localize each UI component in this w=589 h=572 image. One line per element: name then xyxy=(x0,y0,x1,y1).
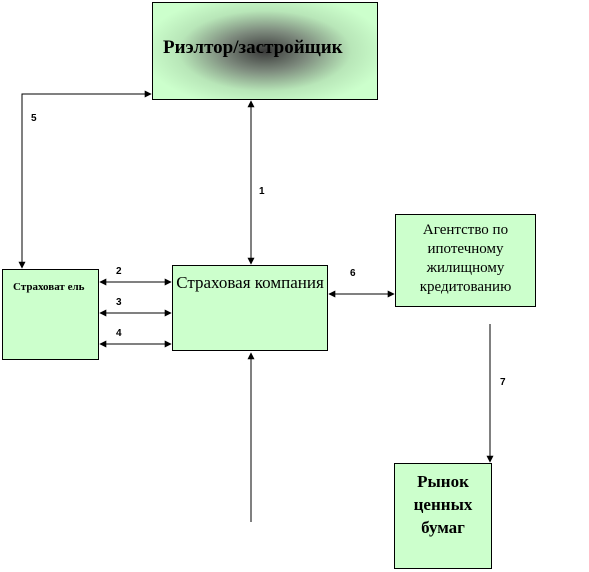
edge-6-label: 6 xyxy=(350,268,356,279)
node-insurer-label: Страховат ель xyxy=(13,281,85,293)
node-realtor: Риэлтор/застройщик xyxy=(152,2,378,100)
node-mortgage-agency: Агентство по ипотечному жилищному кредит… xyxy=(395,214,536,307)
node-securities-market-label: Рынок ценных бумаг xyxy=(413,472,473,537)
node-realtor-label: Риэлтор/застройщик xyxy=(163,37,343,58)
edge-4-label: 4 xyxy=(116,328,122,339)
node-mortgage-agency-label: Агентство по ипотечному жилищному кредит… xyxy=(419,222,512,295)
edge-2-label: 2 xyxy=(116,266,122,277)
edge-3-label: 3 xyxy=(116,297,122,308)
node-insurance-company-label: Страховая компания xyxy=(176,273,324,292)
edge-1-label: 1 xyxy=(259,186,265,197)
edge-7-label: 7 xyxy=(500,377,506,388)
node-securities-market: Рынок ценных бумаг xyxy=(394,463,492,569)
node-insurer: Страховат ель xyxy=(2,269,99,360)
edge-5-line xyxy=(18,90,152,269)
node-insurance-company: Страховая компания xyxy=(172,265,328,351)
edge-5-label: 5 xyxy=(31,113,37,124)
